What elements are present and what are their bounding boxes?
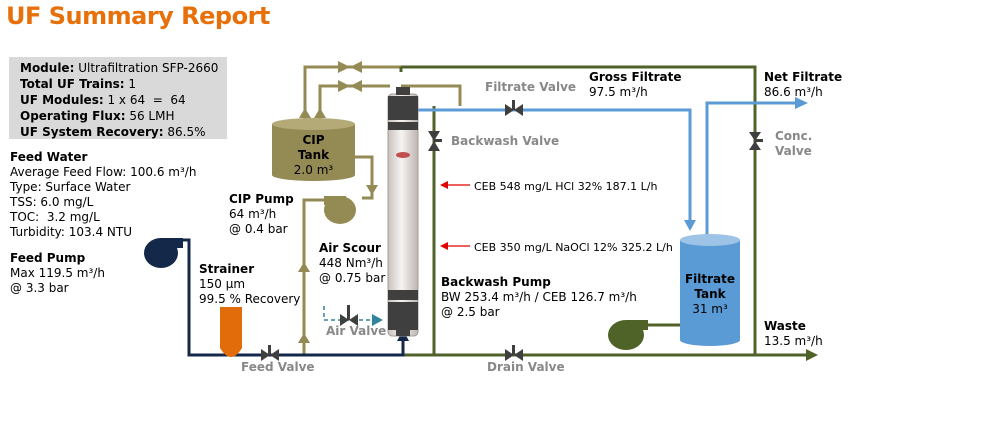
feed-water-tss: TSS: 6.0 mg/L <box>10 195 94 209</box>
net-filtrate-label: Net Filtrate 86.6 m³/h <box>764 70 842 100</box>
summary-flux: Operating Flux: 56 LMH <box>20 109 175 123</box>
conc-valve-icon[interactable] <box>749 132 763 150</box>
feed-water-type: Type: Surface Water <box>10 180 131 194</box>
net-filtrate-arrow <box>795 97 808 109</box>
filtrate-piping <box>417 101 797 236</box>
cip-tank-label: CIP Tank 2.0 m³ <box>272 133 355 178</box>
filtrate-tank-icon <box>680 234 740 346</box>
gross-filtrate-title: Gross Filtrate <box>589 70 682 84</box>
feed-pump-flow: Max 119.5 m³/h <box>10 266 105 280</box>
feed-valve-label: Feed Valve <box>241 360 315 374</box>
backwash-valve-label: Backwash Valve <box>451 134 560 148</box>
backwash-pump-flow: BW 253.4 m³/h / CEB 126.7 m³/h <box>441 290 637 304</box>
backwash-pump-icon <box>608 320 648 350</box>
summary-box: Module: Ultrafiltration SFP-2660 Total U… <box>9 57 227 139</box>
filtrate-tank-title-2: Tank <box>694 287 726 301</box>
conc-valve-label-2: Valve <box>775 144 812 158</box>
cip-tank-icon <box>272 118 355 181</box>
feed-water-flow: Average Feed Flow: 100.6 m³/h <box>10 165 197 179</box>
strainer-title: Strainer <box>199 262 255 276</box>
ceb-naocl-arrow <box>440 242 470 250</box>
feed-water-turbidity: Turbidity: 103.4 NTU <box>10 225 132 239</box>
summary-recovery: UF System Recovery: 86.5% <box>20 125 206 139</box>
filtrate-tank-title: Filtrate <box>684 272 736 286</box>
feed-pump-label: Feed Pump Max 119.5 m³/h @ 3.3 bar <box>10 251 105 296</box>
cip-pump-icon <box>324 196 356 224</box>
feed-pump-title: Feed Pump <box>10 251 86 265</box>
strainer-recovery: 99.5 % Recovery <box>199 292 301 306</box>
strainer-icon <box>220 307 242 357</box>
gross-filtrate-value: 97.5 m³/h <box>589 85 648 99</box>
air-scour-flow: 448 Nm³/h <box>319 256 383 270</box>
air-scour-title: Air Scour <box>319 241 381 255</box>
cip-valve-icon[interactable] <box>338 61 362 73</box>
feed-pump-icon <box>144 238 183 268</box>
gross-filtrate-label: Gross Filtrate 97.5 m³/h <box>589 70 682 100</box>
cip-tank-title-2: Tank <box>297 148 330 162</box>
page-title: UF Summary Report <box>6 2 270 30</box>
ceb-naocl-label: CEB 350 mg/L NaOCl 12% 325.2 L/h <box>474 241 673 254</box>
feed-piping <box>180 238 405 357</box>
backwash-valve-icon[interactable] <box>428 131 442 151</box>
drain-valve-icon[interactable] <box>505 345 523 361</box>
cip-tank-volume: 2.0 m³ <box>293 163 334 177</box>
cip-arrow-up <box>299 108 311 118</box>
cip-pump-label: CIP Pump 64 m³/h @ 0.4 bar <box>229 192 294 237</box>
conc-valve-label: Conc. Valve <box>775 129 812 159</box>
feed-water-block: Feed Water Average Feed Flow: 100.6 m³/h… <box>10 150 196 240</box>
feed-water-toc: TOC: 3.2 mg/L <box>10 210 100 224</box>
filtrate-arrow <box>684 220 696 231</box>
waste-arrow <box>806 349 818 361</box>
feed-water-title: Feed Water <box>10 150 88 164</box>
net-filtrate-title: Net Filtrate <box>764 70 843 84</box>
cip-tank-title: CIP <box>302 133 325 147</box>
cip-pump-flow: 64 m³/h <box>229 207 277 221</box>
backwash-pump-title: Backwash Pump <box>441 275 551 289</box>
summary-trains: Total UF Trains: 1 <box>20 77 137 91</box>
strainer-label: Strainer 150 µm 99.5 % Recovery <box>199 262 300 307</box>
cip-arrow-up <box>298 333 310 343</box>
cip-pump-title: CIP Pump <box>229 192 294 206</box>
cip-valve-icon[interactable] <box>338 80 362 92</box>
waste-label: Waste 13.5 m³/h <box>764 319 823 349</box>
conc-valve-label-1: Conc. <box>775 129 813 143</box>
uf-module-icon <box>387 87 419 337</box>
air-valve-label: Air Valve <box>326 324 387 338</box>
drain-valve-label: Drain Valve <box>487 360 565 374</box>
cip-arrow-up <box>314 108 326 118</box>
waste-value: 13.5 m³/h <box>764 334 823 348</box>
cip-arrow-up <box>298 262 310 272</box>
cip-arrow-down <box>366 185 378 195</box>
filtrate-valve-label: Filtrate Valve <box>485 80 577 94</box>
air-valve-icon[interactable] <box>340 305 358 326</box>
feed-pump-pressure: @ 3.3 bar <box>10 281 69 295</box>
ceb-hcl-arrow <box>440 181 470 189</box>
cip-pump-pressure: @ 0.4 bar <box>229 222 288 236</box>
backwash-pump-label: Backwash Pump BW 253.4 m³/h / CEB 126.7 … <box>441 275 637 320</box>
air-arrow <box>372 314 383 326</box>
feed-valve-icon[interactable] <box>261 345 279 361</box>
strainer-mesh: 150 µm <box>199 277 246 291</box>
air-scour-pressure: @ 0.75 bar <box>319 271 386 285</box>
filtrate-valve-icon[interactable] <box>505 100 523 116</box>
ceb-hcl-label: CEB 548 mg/L HCl 32% 187.1 L/h <box>474 180 658 193</box>
backwash-pump-pressure: @ 2.5 bar <box>441 305 500 319</box>
waste-title: Waste <box>764 319 806 333</box>
air-scour-label: Air Scour 448 Nm³/h @ 0.75 bar <box>319 241 385 286</box>
filtrate-tank-volume: 31 m³ <box>692 302 728 316</box>
summary-module: Module: Ultrafiltration SFP-2660 <box>20 61 219 75</box>
summary-modules: UF Modules: 1 x 64 = 64 <box>20 93 186 107</box>
net-filtrate-value: 86.6 m³/h <box>764 85 823 99</box>
filtrate-tank-label: Filtrate Tank 31 m³ <box>680 272 740 317</box>
